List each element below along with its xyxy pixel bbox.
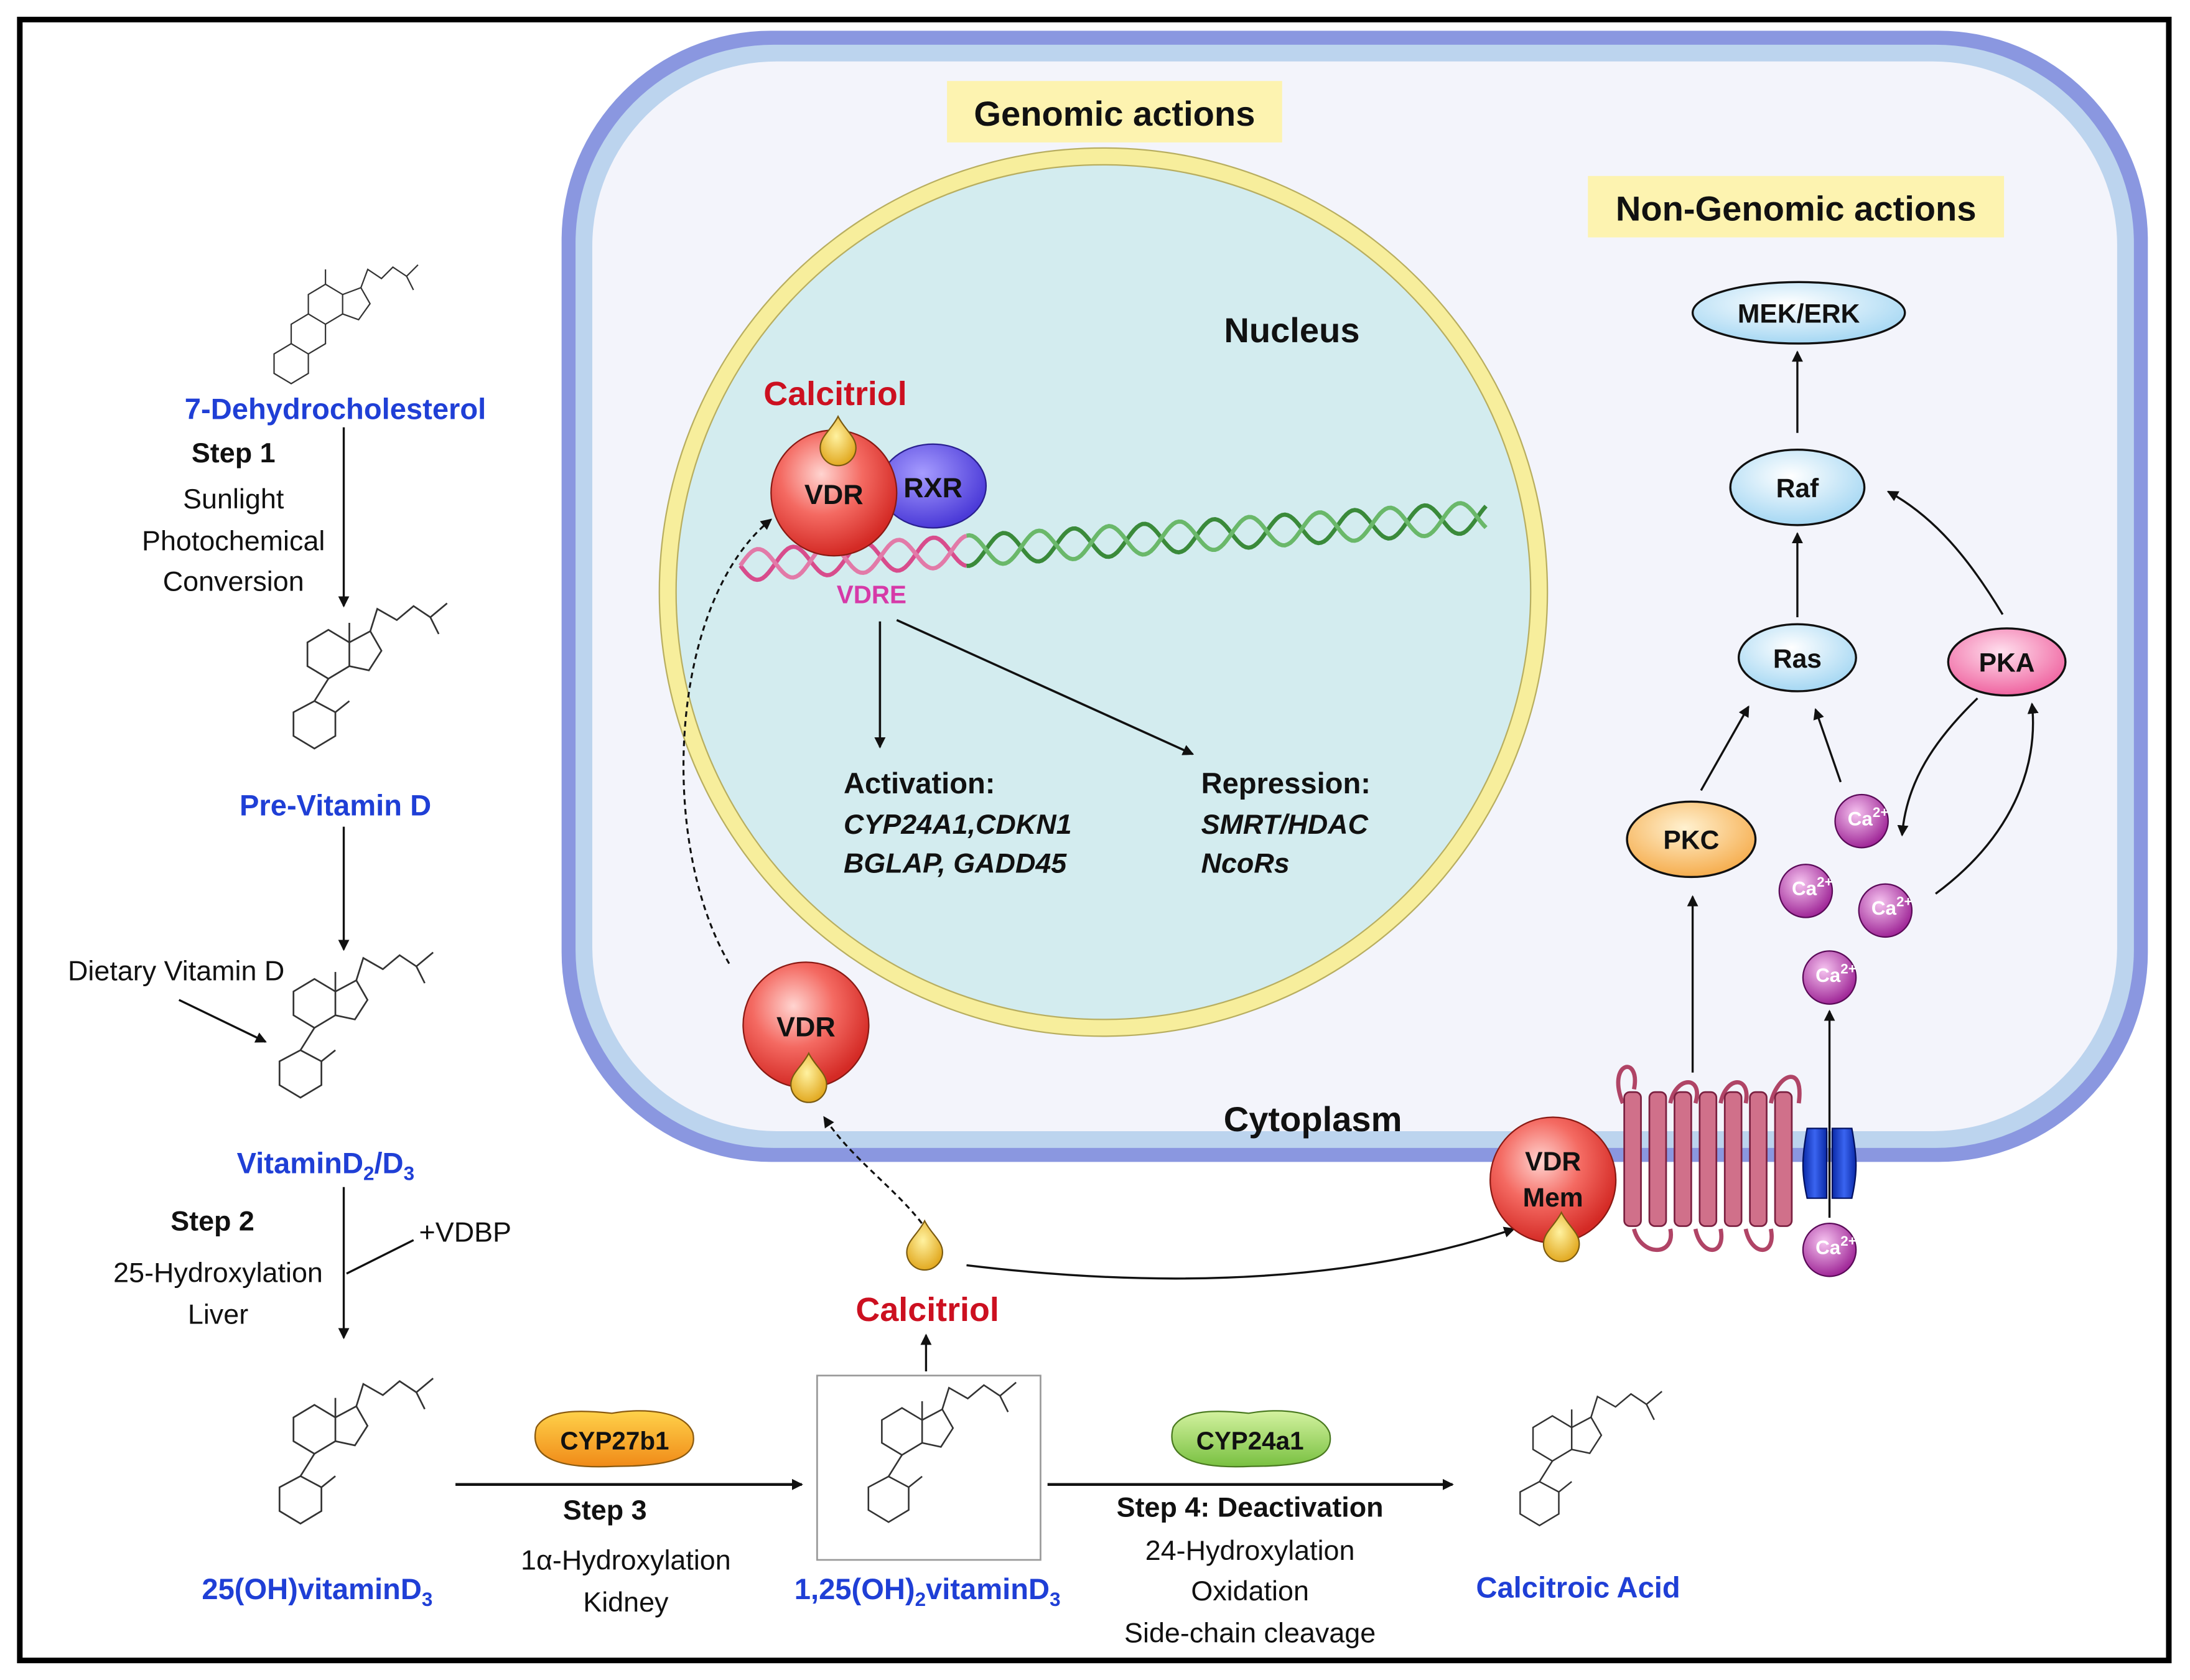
repression-arrow [896,618,1195,755]
previtamin-d-label: Pre-Vitamin D [240,789,431,822]
dietary-vitamin-d-label: Dietary Vitamin D [68,955,284,987]
vitamin-d2-d3-label: VitaminD2/D3 [237,1146,414,1184]
step1-line-3: Conversion [163,565,304,597]
pka-to-raf-arrow [1886,490,2004,615]
calcium-ion: Ca2+ [1802,1222,1857,1277]
cyp24a1-enzyme [1171,1410,1331,1468]
calcitroic-acid-label: Calcitroic Acid [1476,1571,1680,1604]
step3-title: Step 3 [563,1494,647,1526]
repression-genes-2: NcoRs [1201,847,1290,879]
genomic-actions-label: Genomic actions [974,94,1255,133]
calcium-ion-label: Ca2+ [1871,894,1913,919]
gpcr-receptor [1616,1065,1802,1253]
ras-label: Ras [1773,644,1822,674]
cyp27b1-label: CYP27b1 [560,1427,669,1455]
calcium-ion-label: Ca2+ [1815,1233,1857,1258]
cyp27b1-enzyme [534,1410,694,1468]
pka-to-calcium-arrow [1897,697,1978,837]
vdr-mem-label-1: VDR [1525,1147,1581,1177]
vdbp-line [346,1239,414,1275]
vdr-mem-label-2: Mem [1523,1183,1583,1213]
calcium-ion-label: Ca2+ [1848,805,1889,829]
step2-line-1: 25-Hydroxylation [113,1256,323,1288]
rxr-label: RXR [903,472,962,503]
calcium-ion-label: Ca2+ [1815,961,1857,986]
calcitriol-nuclear-label: Calcitriol [763,375,906,413]
calcium-channel [1802,1127,1857,1199]
step3-line-1: 1α-Hydroxylation [521,1544,731,1576]
vdr-translocation-arrow [682,518,773,964]
nucleus-label: Nucleus [1224,310,1359,350]
25oh-vitamin-d3-label: 25(OH)vitaminD3 [202,1572,432,1610]
nucleus [659,147,1548,1037]
pka-label: PKA [1979,648,2035,678]
mek-erk-label: MEK/ERK [1738,299,1860,329]
dietary-arrow [178,999,267,1043]
calcium-ion: Ca2+ [1802,950,1857,1005]
calcitriol-label: Calcitriol [855,1291,999,1328]
dehydrocholesterol-label: 7-Dehydrocholesterol [185,392,486,425]
calcium-ions: Ca2+ Ca2+ Ca2+ Ca2+ Ca2+ [1778,793,1913,1277]
step1-line-2: Photochemical [142,525,325,556]
step1-line-1: Sunlight [183,483,284,515]
calcium-ion: Ca2+ [1834,793,1889,849]
dna-strand [966,501,1488,566]
raf-node: Raf [1729,449,1866,526]
activation-title: Activation: [844,767,995,800]
vdr-cytoplasm-label: VDR [776,1010,836,1042]
calcium-ion: Ca2+ [1858,883,1913,938]
pka-node: PKA [1947,627,2067,697]
calcium-to-ras-arrow [1813,708,1842,783]
genomic-actions-box [947,81,1282,142]
calcium-ion-label: Ca2+ [1792,874,1833,899]
calcitriol-structure-box [816,1374,1041,1561]
vdre-label: VDRE [837,581,906,609]
repression-genes-1: SMRT/HDAC [1201,808,1369,840]
dna-strand [739,533,967,580]
ras-node: Ras [1737,623,1857,693]
step1-title: Step 1 [192,437,276,469]
step3-line-2: Kidney [583,1586,669,1618]
pkc-node: PKC [1626,800,1757,879]
calcium-to-pka-arrow [1935,702,2039,895]
vdr-nuclear-label: VDR [804,478,864,510]
calcitriol-to-vdr-arrow [823,1116,923,1225]
step4-line-1: 24-Hydroxylation [1145,1534,1355,1566]
nucleus-outline [658,147,1549,1037]
raf-label: Raf [1776,474,1819,503]
activation-genes-2: BGLAP, GADD45 [844,847,1067,879]
nucleus-outline-inner [675,164,1532,1020]
dihydroxy-vitamin-d3-label: 1,25(OH)2vitaminD3 [794,1572,1061,1610]
vdbp-label: +VDBP [419,1216,511,1248]
dna-helix [739,501,1488,582]
step2-title: Step 2 [170,1205,254,1236]
activation-genes-1: CYP24A1,CDKN1 [844,808,1072,840]
step2-line-2: Liver [188,1299,248,1330]
step4-title: Step 4: Deactivation [1117,1491,1384,1523]
pkc-to-ras-arrow [1700,705,1750,791]
calcium-ion: Ca2+ [1778,864,1834,918]
repression-title: Repression: [1201,767,1371,800]
cytoplasm-label: Cytoplasm [1224,1099,1402,1139]
dna-strand [966,503,1488,568]
calcitriol-to-vdrmem-arrow [966,1226,1516,1280]
non-genomic-actions-label: Non-Genomic actions [1616,189,1977,228]
mek-erk-node: MEK/ERK [1691,281,1906,345]
step4-line-2: Oxidation [1191,1575,1309,1607]
non-genomic-actions-box [1588,175,2005,238]
step4-line-3: Side-chain cleavage [1124,1617,1376,1648]
cyp24a1-label: CYP24a1 [1196,1427,1304,1455]
pkc-label: PKC [1663,826,1719,856]
